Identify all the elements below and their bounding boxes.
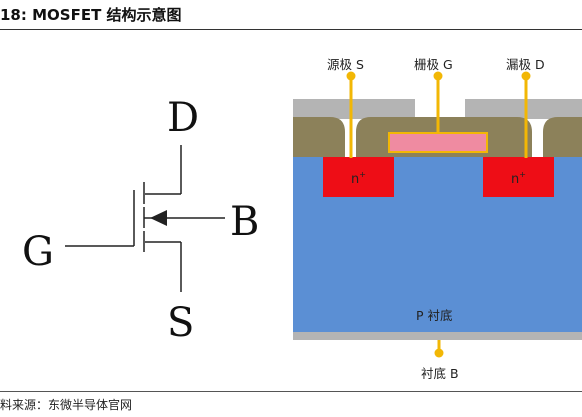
mosfet-symbol [65,145,225,292]
n-plus-source [323,157,394,197]
n-plus-drain [483,157,554,197]
drain-terminal-dot [521,71,531,81]
body-terminal-dot [434,348,444,358]
body-arrow [150,210,167,226]
body-metal [293,332,582,340]
substrate-label: P 衬底 [416,308,453,323]
gate-label: G [22,229,54,275]
footer-rule [0,391,582,392]
title-rule [0,29,582,30]
body-label: B [230,199,259,245]
n-plus-drain-label: n+ [511,170,526,187]
source-metal [293,99,415,119]
source-terminal-dot [346,71,356,81]
drain-metal [465,99,582,119]
n-plus-source-label: n+ [351,170,366,187]
gate-terminal-dot [433,71,443,81]
body-terminal-label: 衬底 B [421,366,459,381]
source-label: S [167,300,194,346]
mosfet-structure: 源极 S 栅极 G 漏极 D 衬底 B P 衬底 n+ n+ [293,57,582,381]
gate-poly [388,132,488,153]
figure-title: 18: MOSFET 结构示意图 [0,6,182,24]
source-note: 料来源：东微半导体官网 [0,398,133,412]
gate-terminal-label: 栅极 G [414,57,453,72]
drain-terminal-label: 漏极 D [506,57,545,72]
drain-label: D [167,95,199,141]
source-terminal-label: 源极 S [327,57,364,72]
